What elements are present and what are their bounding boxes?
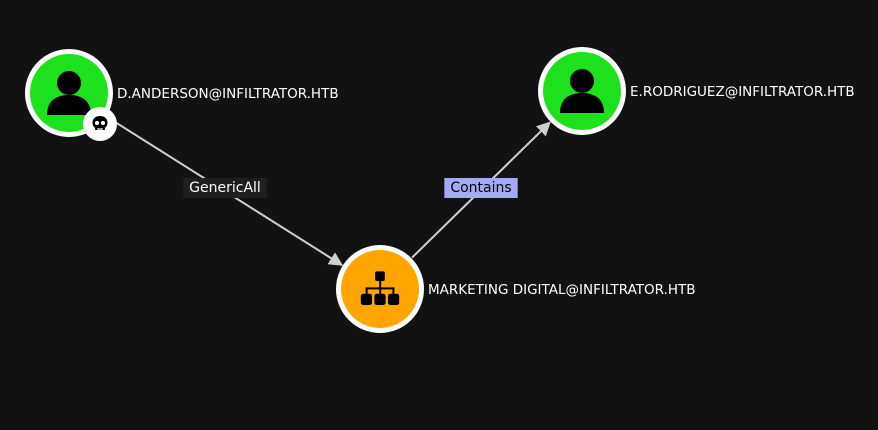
edge-label-text: GenericAll: [189, 180, 261, 196]
edge-label-genericall[interactable]: GenericAll: [183, 178, 267, 198]
node-label: E.RODRIGUEZ@INFILTRATOR.HTB: [630, 84, 855, 100]
node-marketing-digital[interactable]: MARKETING DIGITAL@INFILTRATOR.HTB: [336, 245, 695, 333]
node-label: MARKETING DIGITAL@INFILTRATOR.HTB: [428, 282, 695, 298]
edge-d_anderson-to-marketing_digital[interactable]: GenericAll: [106, 116, 344, 266]
edge-label-contains[interactable]: Contains: [444, 178, 518, 198]
node-e-rodriguez[interactable]: E.RODRIGUEZ@INFILTRATOR.HTB: [538, 47, 855, 135]
node-d-anderson[interactable]: D.ANDERSON@INFILTRATOR.HTB: [25, 49, 339, 141]
edge-label-background: [183, 178, 267, 198]
node-label: D.ANDERSON@INFILTRATOR.HTB: [117, 86, 339, 102]
edge-label-background: [444, 178, 518, 198]
edge-marketing_digital-to-e_rodriguez[interactable]: Contains: [411, 121, 551, 259]
owned-badge: [83, 107, 117, 141]
edge-label-text: Contains: [450, 180, 511, 196]
